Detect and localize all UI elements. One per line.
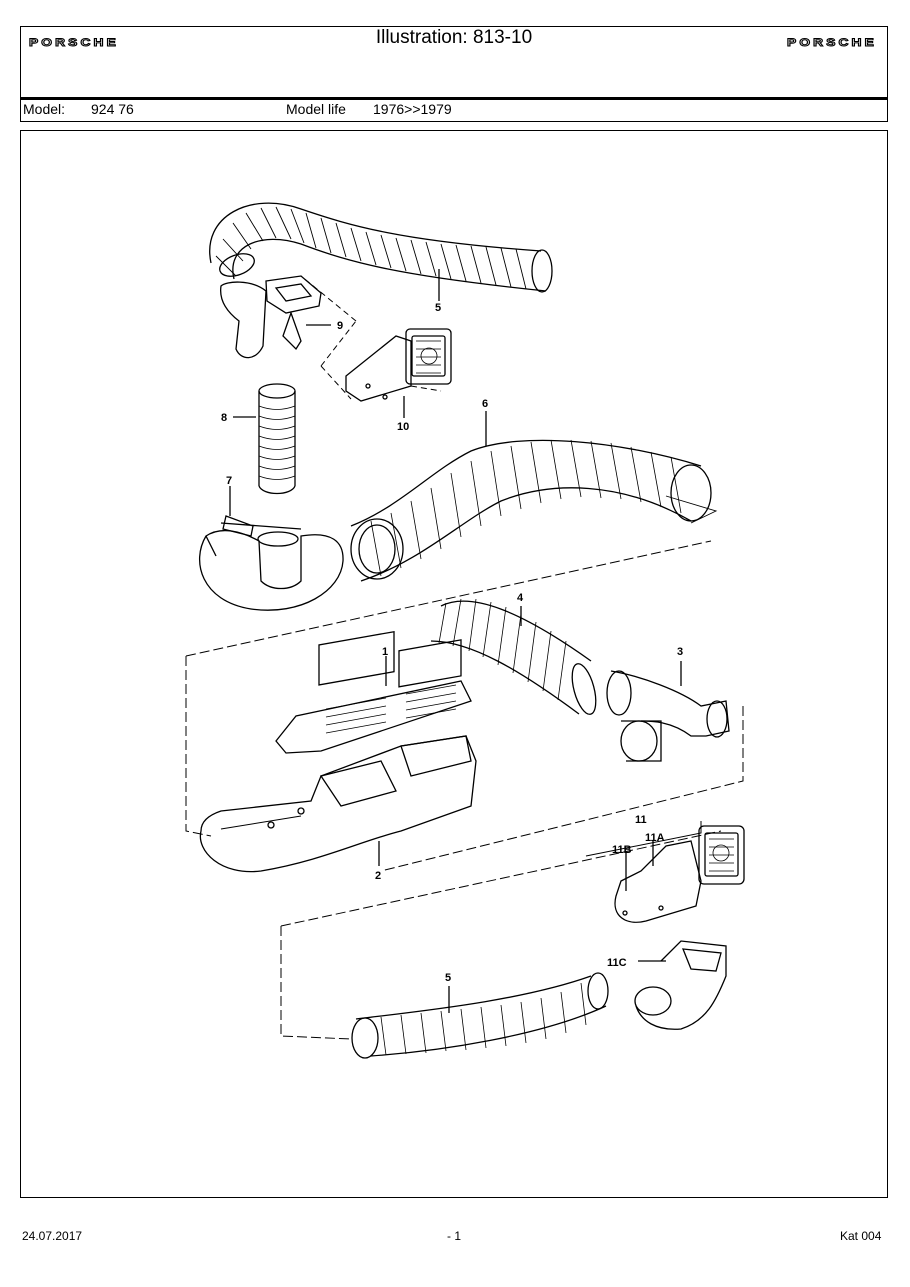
part-11c-elbow-duct [634,940,727,1030]
callout-10: 10 [397,421,409,433]
part-11-vent-assembly [585,821,745,923]
callout-1: 1 [382,646,388,658]
part-4-medium-hose [430,598,597,715]
callout-3: 3 [677,646,683,658]
page-title: Illustration: 813-10 [375,27,533,48]
part-5-top-hose [209,202,553,301]
callout-8: 8 [221,412,227,424]
model-row: Model: 924 76 Model life 1976>>1979 [20,100,888,122]
part-6-large-hose [350,411,718,582]
part-2-distributor-duct [199,735,477,873]
callout-9: 9 [337,320,343,332]
footer-catalog: Kat 004 [840,1229,882,1243]
model-life-label: Model life [286,101,346,117]
callout-5-top: 5 [435,302,441,314]
porsche-logo-right: PORSCHE [786,37,877,50]
part-9-branch [220,275,331,359]
exploded-parts-diagram: 5 9 8 10 6 7 4 1 3 2 11 11A 11B 11C 5 [185,202,745,1059]
callout-11b: 11B [612,844,632,856]
header-box: PORSCHE Illustration: 813-10 PORSCHE [20,26,888,100]
footer-page-number: - 1 [447,1229,462,1243]
callout-2: 2 [375,870,381,882]
part-8-short-hose [233,383,296,495]
part-3-elbow [606,661,730,762]
model-life-value: 1976>>1979 [373,101,452,117]
porsche-logo-left: PORSCHE [28,37,119,50]
callout-11c: 11C [607,957,627,969]
model-label: Model: [23,101,66,117]
callout-11a: 11A [645,832,665,844]
callout-7: 7 [226,475,232,487]
callout-6: 6 [482,398,488,410]
callout-4: 4 [517,592,524,604]
callout-5-lower: 5 [445,972,451,984]
part-5-lower-hose [351,972,609,1059]
part-7-y-connector [199,486,344,611]
footer-date: 24.07.2017 [22,1229,83,1243]
part-1-dash-vent [275,630,472,754]
model-value: 924 76 [91,101,134,117]
illustration-frame: 5 9 8 10 6 7 4 1 3 2 11 11A 11B 11C 5 [20,130,888,1198]
callout-11: 11 [635,814,647,826]
part-10-vent-bracket [300,275,452,418]
